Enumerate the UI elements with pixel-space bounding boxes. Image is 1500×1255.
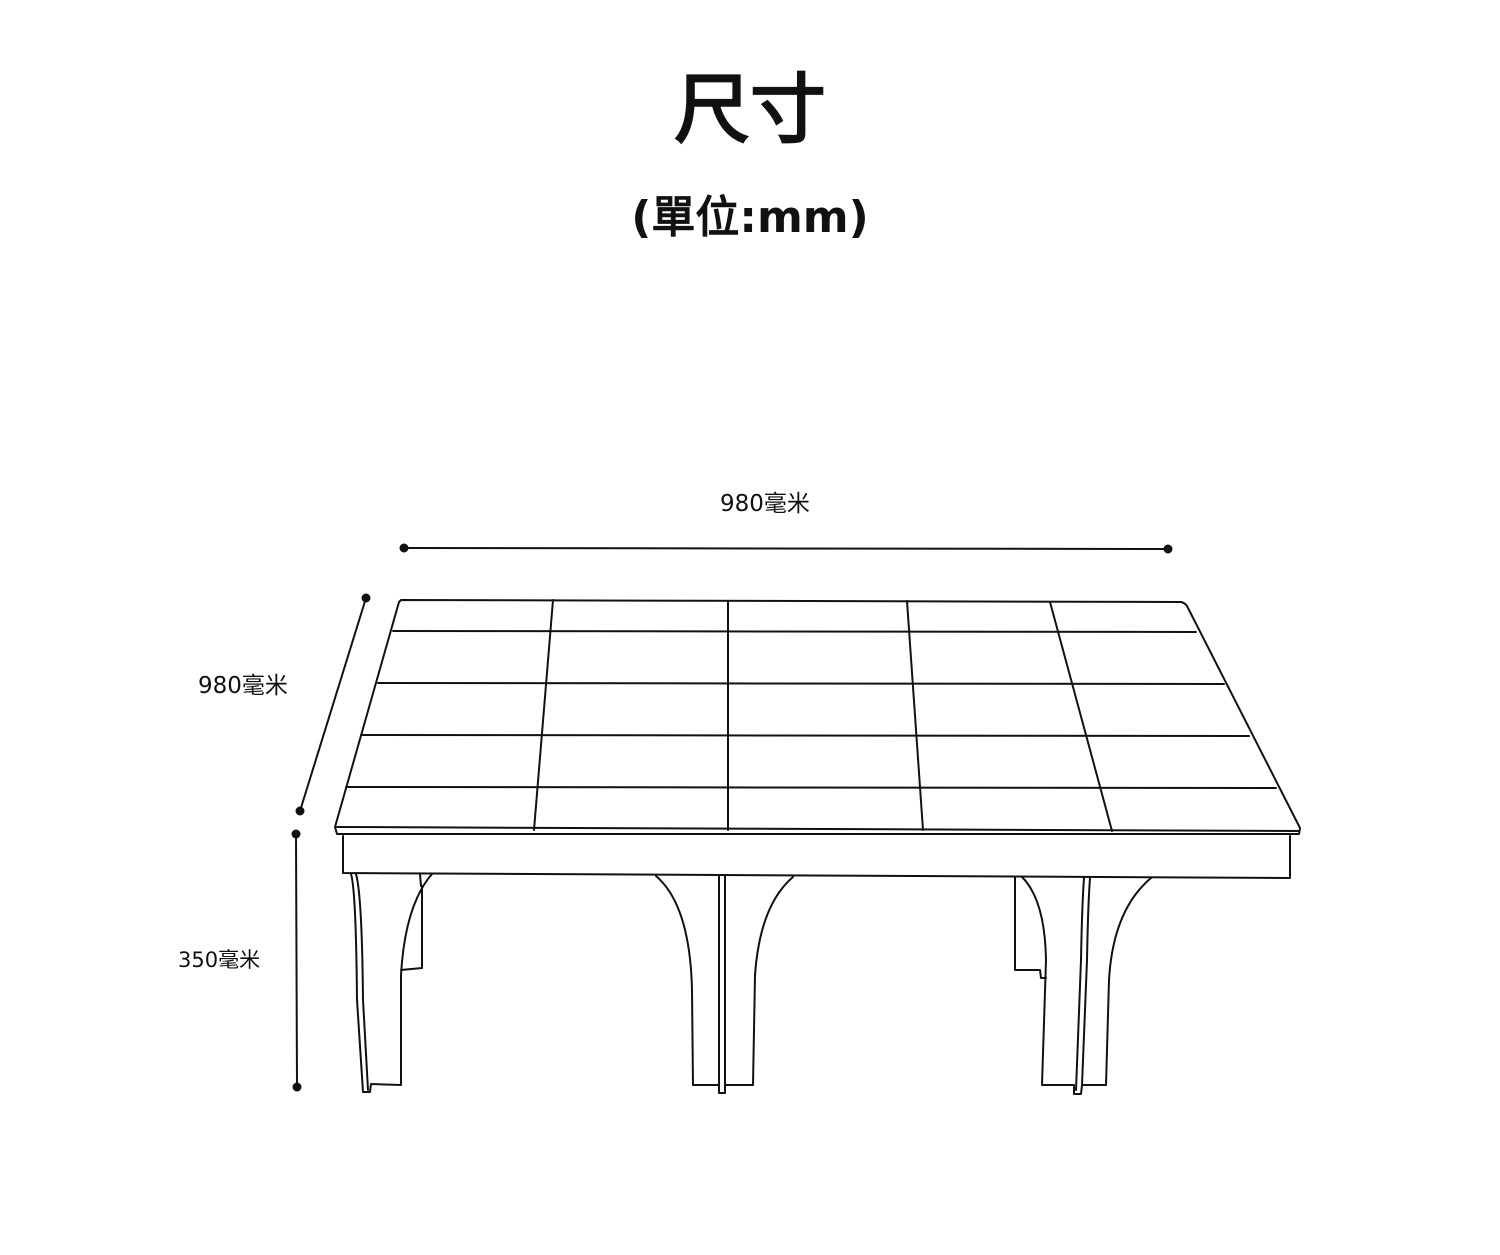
table-top-grid-columns xyxy=(533,599,1113,832)
depth-dimension-line xyxy=(295,593,371,816)
width-dimension-label: 980毫米 xyxy=(720,491,810,517)
table-top-edge xyxy=(336,826,1300,832)
table-apron xyxy=(342,835,1291,879)
page-title: 尺寸 xyxy=(674,65,826,154)
width-dimension-line xyxy=(399,543,1173,554)
table-top xyxy=(334,599,1301,835)
depth-dimension-label: 980毫米 xyxy=(198,673,288,699)
left-leg xyxy=(350,873,433,1093)
table-top-grid-rows xyxy=(345,630,1277,789)
height-dimension-line xyxy=(291,829,302,1092)
middle-leg xyxy=(655,875,794,1094)
right-leg xyxy=(1014,876,1152,1095)
height-dimension-label: 350毫米 xyxy=(178,948,261,972)
unit-note: (單位:mm) xyxy=(631,192,869,243)
